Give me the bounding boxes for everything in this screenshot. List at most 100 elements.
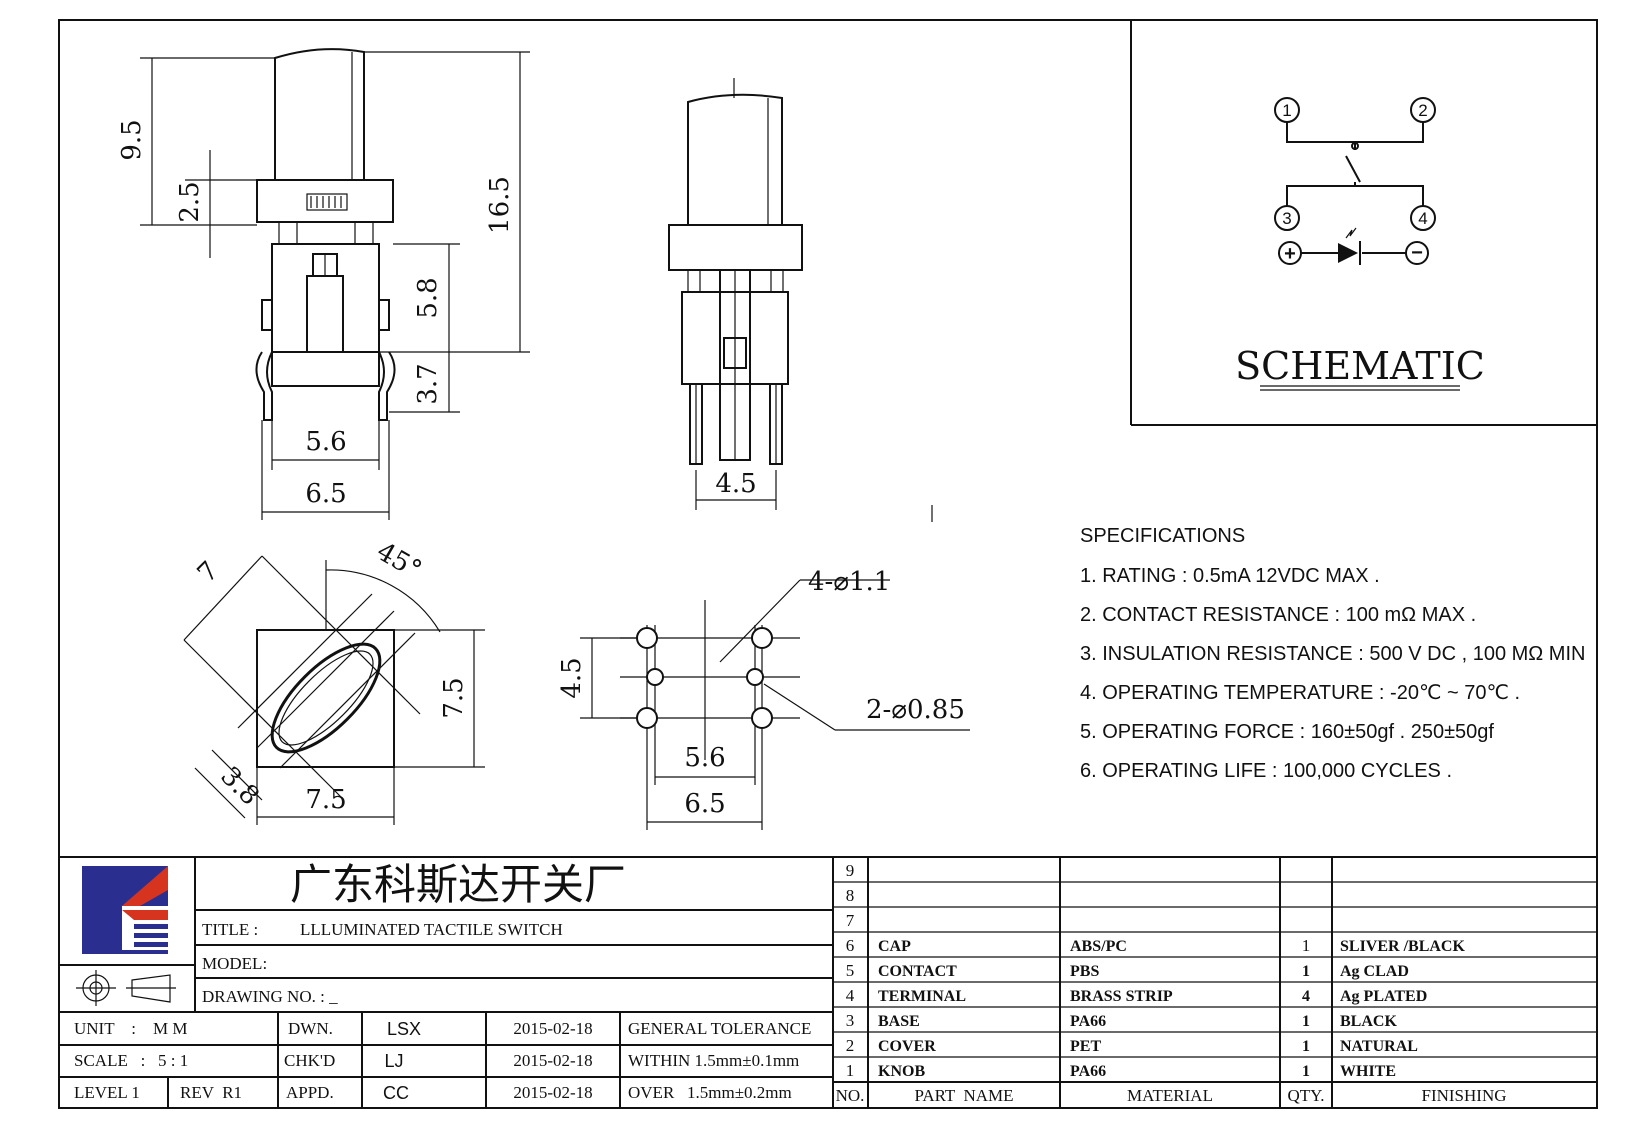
spec-item: 3. INSULATION RESISTANCE : 500 V DC , 10… [1080, 643, 1585, 665]
table-row: 1 KNOB PA66 1 WHITE [846, 1061, 1396, 1080]
third-angle-projection-icon [76, 970, 176, 1006]
table-row: 2 COVER PET 1 NATURAL [846, 1036, 1418, 1055]
part-name: CAP [878, 938, 911, 955]
dim-4-5-front: 4.5 [715, 469, 756, 499]
dim-6-5-footprint: 6.5 [684, 789, 725, 819]
header-finishing: FINISHING [1422, 1086, 1507, 1105]
finishing: Ag CLAD [1340, 963, 1409, 980]
tolerance-over: OVER 1.5mm±0.2mm [628, 1083, 792, 1102]
bom-header: NO. PART NAME MATERIAL QTY. FINISHING [836, 1086, 1507, 1105]
material: PBS [1070, 963, 1099, 980]
finishing: Ag PLATED [1340, 988, 1427, 1005]
table-row: 6 CAP ABS/PC 1 SLIVER /BLACK [846, 936, 1466, 955]
schematic-title: SCHEMATIC [1235, 344, 1485, 388]
header-part-name: PART NAME [914, 1086, 1013, 1105]
spec-item: 2. CONTACT RESISTANCE : 100 mΩ MAX . [1080, 604, 1476, 626]
finishing: WHITE [1340, 1063, 1396, 1080]
part-name: KNOB [878, 1063, 925, 1080]
spec-item: 5. OPERATING FORCE : 160±50gf . 250±50gf [1080, 721, 1494, 743]
row-no: 9 [846, 861, 855, 880]
appd-date: 2015-02-18 [513, 1083, 592, 1102]
material: BRASS STRIP [1070, 988, 1173, 1005]
dwn-name: LSX [387, 1019, 421, 1039]
dim-45-deg: 45° [372, 537, 427, 586]
qty: 4 [1302, 988, 1310, 1005]
dim-7-5-horizontal: 7.5 [305, 785, 346, 815]
row-no: 3 [846, 1011, 855, 1030]
material: ABS/PC [1070, 938, 1127, 955]
dim-6-5: 6.5 [305, 479, 346, 509]
dim-7: 7 [192, 556, 225, 589]
spec-item: 6. OPERATING LIFE : 100,000 CYCLES . [1080, 760, 1452, 782]
qty: 1 [1302, 936, 1311, 955]
qty: 1 [1302, 1013, 1310, 1030]
dim-9-5: 9.5 [117, 119, 147, 160]
row-no: 2 [846, 1036, 855, 1055]
dim-4-5-footprint: 4.5 [557, 657, 587, 698]
pin-2-label: 2 [1418, 101, 1427, 120]
plus-sign: + [1284, 243, 1296, 265]
side-view: 9.5 2.5 16.5 5.8 3.7 5.6 6.5 [117, 48, 530, 520]
appd-label: APPD. [286, 1083, 334, 1102]
model-label: MODEL: [202, 954, 267, 973]
table-row: 8 [846, 886, 855, 905]
led-diode-icon [1338, 243, 1358, 263]
top-view: 7 45° 7.5 7.5 3.8 [183, 537, 485, 825]
pin-3-label: 3 [1282, 209, 1291, 228]
dim-5-8: 5.8 [413, 277, 443, 318]
dim-5-6: 5.6 [305, 427, 346, 457]
pin-4-label: 4 [1418, 209, 1427, 228]
row-no: 5 [846, 961, 855, 980]
part-name: TERMINAL [878, 988, 966, 1005]
dim-2-5: 2.5 [175, 181, 205, 222]
finishing: BLACK [1340, 1013, 1397, 1030]
dwn-label: DWN. [288, 1019, 333, 1038]
level-field: LEVEL 1 [74, 1083, 140, 1102]
qty: 1 [1302, 1063, 1310, 1080]
company-logo [82, 866, 168, 954]
finishing: SLIVER /BLACK [1340, 938, 1465, 955]
part-name: CONTACT [878, 963, 957, 980]
specifications: SPECIFICATIONS 1. RATING : 0.5mA 12VDC M… [1080, 525, 1585, 782]
row-no: 8 [846, 886, 855, 905]
schematic-panel: 1 2 3 4 + − SCHEMATIC [1130, 20, 1597, 426]
outer-frame [58, 19, 1598, 1109]
tolerance-within: WITHIN 1.5mm±0.1mm [628, 1051, 799, 1070]
rev-field: REV R1 [180, 1083, 242, 1102]
header-no: NO. [836, 1086, 865, 1105]
bom-table: 9 8 7 6 CAP ABS/PC 1 SLIVER /BLACK 5 CON… [833, 857, 1597, 1108]
finishing: NATURAL [1340, 1038, 1418, 1055]
part-name: BASE [878, 1013, 920, 1030]
dim-3-7: 3.7 [413, 363, 443, 404]
chkd-date: 2015-02-18 [513, 1051, 592, 1070]
spec-heading: SPECIFICATIONS [1080, 525, 1245, 547]
pcb-footprint: 4-⌀1.1 2-⌀0.85 4.5 5.6 6.5 [557, 567, 970, 830]
row-no: 1 [846, 1061, 855, 1080]
qty: 1 [1302, 963, 1310, 980]
drawing-no-label: DRAWING NO. : _ [202, 987, 338, 1006]
row-no: 7 [846, 911, 855, 930]
company-name: 广东科斯达开关厂 [290, 860, 626, 909]
material: PA66 [1070, 1063, 1106, 1080]
pin-1-label: 1 [1282, 101, 1291, 120]
header-qty: QTY. [1288, 1086, 1325, 1105]
table-row: 5 CONTACT PBS 1 Ag CLAD [846, 961, 1409, 980]
dwn-date: 2015-02-18 [513, 1019, 592, 1038]
title-label: TITLE : [202, 920, 258, 939]
dim-16-5: 16.5 [485, 176, 515, 234]
header-material: MATERIAL [1127, 1086, 1213, 1105]
material: PA66 [1070, 1013, 1106, 1030]
appd-name: CC [383, 1083, 409, 1103]
spec-item: 1. RATING : 0.5mA 12VDC MAX . [1080, 565, 1380, 587]
scale-field: SCALE : 5 : 1 [74, 1051, 188, 1070]
material: PET [1070, 1038, 1101, 1055]
chkd-name: LJ [384, 1051, 403, 1071]
unit-field: UNIT : M M [74, 1019, 188, 1038]
chkd-label: CHK'D [284, 1051, 335, 1070]
dim-5-6-footprint: 5.6 [684, 743, 725, 773]
row-no: 4 [846, 986, 855, 1005]
hole-spec-4x1-1: 4-⌀1.1 [808, 567, 890, 597]
part-name: COVER [878, 1038, 936, 1055]
table-row: 3 BASE PA66 1 BLACK [846, 1011, 1398, 1030]
